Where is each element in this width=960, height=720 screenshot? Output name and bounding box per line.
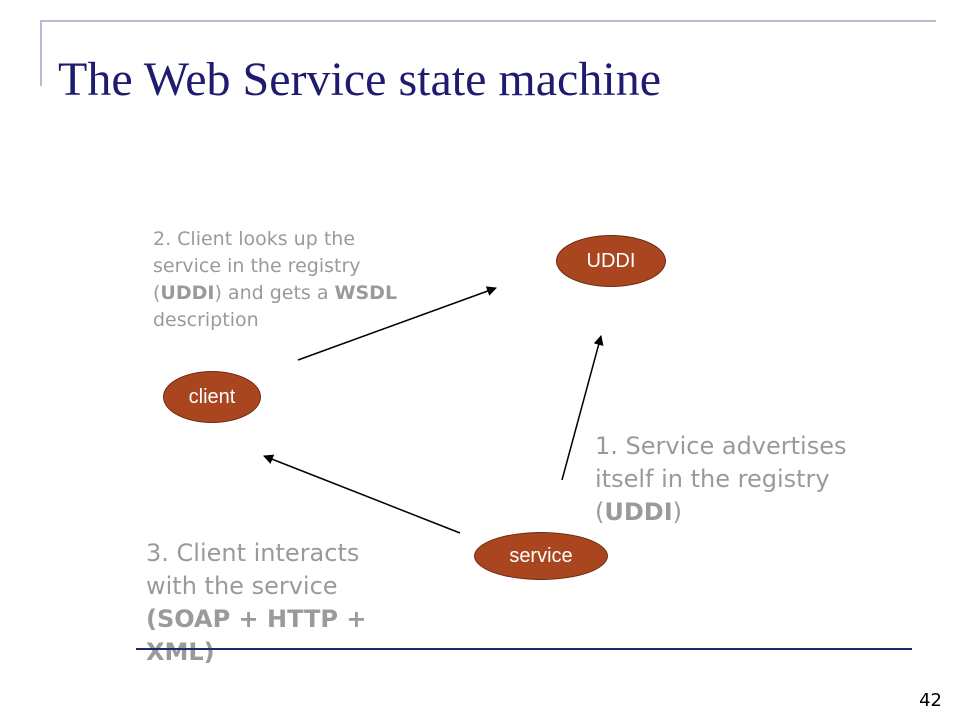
step2-wsdl-bold: WSDL: [334, 282, 398, 304]
bottom-rule: [136, 648, 912, 650]
step3-line2: with the service: [146, 572, 338, 600]
frame-top-line: [40, 20, 936, 22]
step1-line2: itself in the registry: [595, 465, 830, 493]
slide-title: The Web Service state machine: [58, 53, 661, 106]
step3-protocols-bold: (SOAP + HTTP +: [146, 605, 367, 633]
step1-uddi-bold: UDDI: [604, 498, 673, 526]
step1-open-paren: (: [595, 498, 605, 526]
service-node: service: [474, 532, 608, 580]
step2-line1: 2. Client looks up the: [153, 228, 356, 250]
step1-note: 1. Service advertises itself in the regi…: [595, 430, 846, 529]
uddi-node: UDDI: [556, 235, 666, 287]
step2-open-paren: (: [153, 282, 161, 304]
step1-close-paren: ): [672, 498, 683, 526]
step2-note: 2. Client looks up the service in the re…: [153, 226, 397, 334]
step3-note: 3. Client interacts with the service (SO…: [146, 537, 366, 669]
step2-mid-text: ) and gets a: [214, 282, 335, 304]
arrow-service-to-client: [263, 454, 461, 534]
arrow-service-to-uddi: [561, 335, 604, 481]
page-number: 42: [919, 690, 942, 711]
step2-line2: service in the registry: [153, 255, 361, 277]
step2-line4: description: [153, 309, 259, 331]
step3-line4: XML): [146, 636, 366, 669]
step3-line3: (SOAP + HTTP +: [146, 603, 366, 636]
step2-uddi-bold: UDDI: [160, 282, 215, 304]
step1-line1: 1. Service advertises: [595, 432, 847, 460]
step3-line1: 3. Client interacts: [146, 539, 360, 567]
step2-line3: (UDDI) and gets a WSDL: [153, 280, 397, 307]
frame-left-line: [40, 20, 42, 86]
step1-line3: (UDDI): [595, 496, 846, 529]
step3-xml-bold: XML): [146, 638, 215, 666]
client-node: client: [163, 371, 261, 423]
arrow-client-to-uddi: [297, 286, 497, 361]
